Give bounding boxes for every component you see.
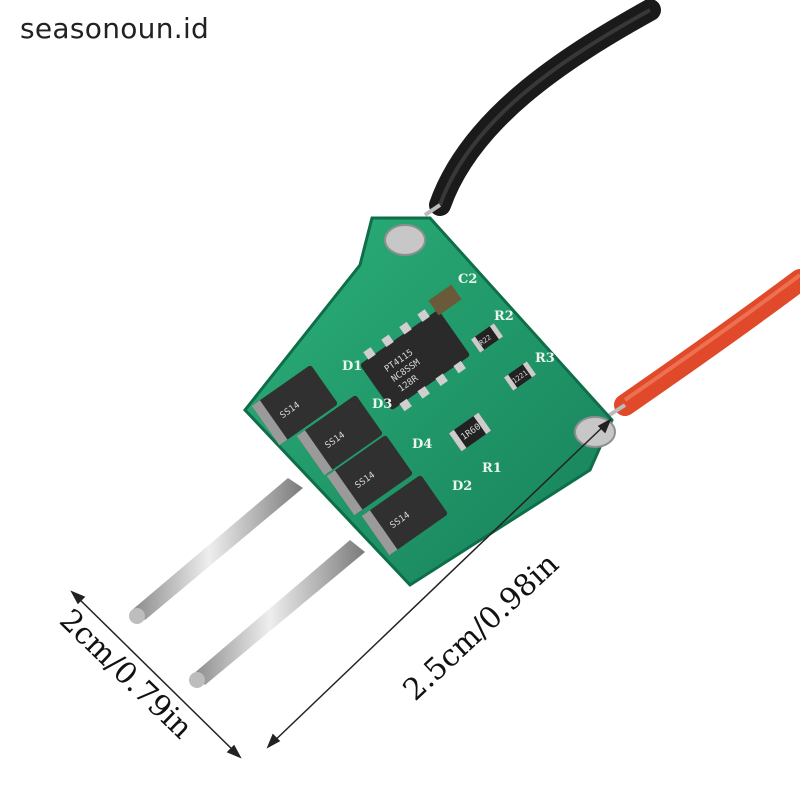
silk-d4: D4: [412, 437, 432, 452]
silk-r2: R2: [494, 309, 514, 324]
solder-pad-top: [384, 224, 426, 256]
diode-d4: SS14: [326, 435, 413, 516]
silk-d2: D2: [452, 479, 472, 494]
silk-r1: R1: [482, 461, 502, 476]
capacitor-c2: [428, 284, 462, 316]
pin-right: [189, 540, 365, 688]
silk-c2: C2: [458, 272, 477, 287]
watermark: seasonoun.id: [20, 12, 210, 45]
diode-d2: SS14: [361, 475, 448, 556]
resistor-r1: 1R60: [448, 412, 492, 452]
silk-d3: D3: [372, 397, 392, 412]
diode-d1: SS14: [251, 365, 338, 446]
silk-r3: R3: [535, 351, 555, 366]
height-dimension: [70, 590, 242, 759]
height-label: 2cm/0.79in: [52, 603, 199, 746]
diode-d3: SS14: [296, 395, 383, 476]
resistor-r2: R22: [470, 323, 504, 353]
width-dimension: [266, 418, 612, 749]
pcb-board: [243, 216, 614, 587]
ic-chip: PT4115 NC8SSM 128R: [360, 309, 470, 412]
silk-d1: D1: [342, 359, 362, 374]
pin-left: [129, 478, 303, 624]
red-wire: [614, 269, 800, 416]
resistor-r3: 1221: [503, 361, 537, 391]
black-wire: [429, 0, 661, 216]
